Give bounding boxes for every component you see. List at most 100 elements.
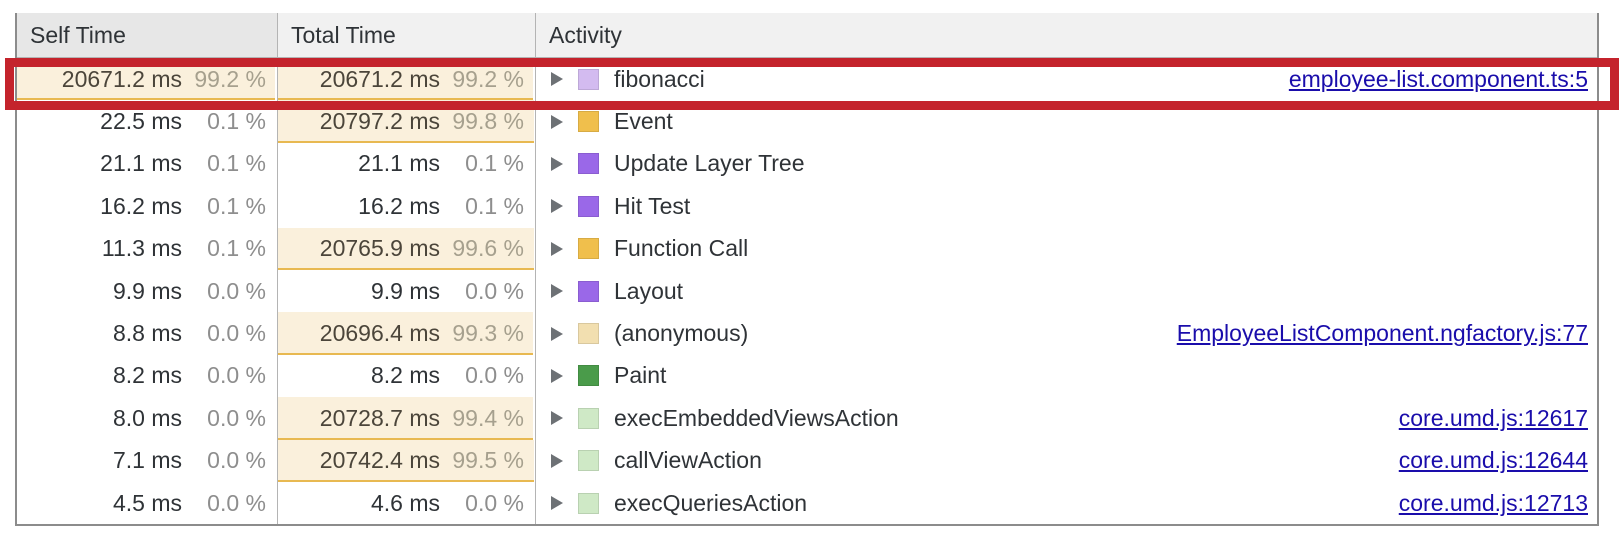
cell-activity: Hit Test xyxy=(536,185,1597,227)
cell-activity: Function Call xyxy=(536,228,1597,270)
source-location-link[interactable]: EmployeeListComponent.ngfactory.js:77 xyxy=(1176,320,1588,347)
total-time-value: 20765.9 ms xyxy=(319,235,440,262)
activity-label: Layout xyxy=(614,277,684,304)
total-time-percent: 99.4 % xyxy=(452,404,524,431)
self-time-value: 9.9 ms xyxy=(112,277,182,304)
source-location-link[interactable]: core.umd.js:12713 xyxy=(1398,489,1588,516)
activity-color-swatch-icon xyxy=(578,238,599,260)
self-time-percent: 0.1 % xyxy=(207,108,266,135)
disclosure-triangle-icon[interactable] xyxy=(551,72,563,87)
self-time-percent: 0.0 % xyxy=(207,320,266,347)
self-time-percent: 0.0 % xyxy=(207,404,266,431)
disclosure-triangle-icon[interactable] xyxy=(551,453,563,468)
self-time-percent: 0.1 % xyxy=(207,150,266,177)
cell-self-time: 11.3 ms 0.1 % xyxy=(17,227,278,270)
disclosure-triangle-icon[interactable] xyxy=(551,496,563,511)
column-header-activity[interactable]: Activity xyxy=(536,13,1597,57)
total-time-bar xyxy=(278,312,534,355)
cell-activity: Paint xyxy=(536,355,1597,397)
activity-label: Update Layer Tree xyxy=(614,150,805,177)
self-time-percent: 0.0 % xyxy=(207,447,266,474)
self-time-percent: 0.0 % xyxy=(207,489,266,516)
cell-activity: callViewAction core.umd.js:12644 xyxy=(536,440,1597,482)
self-time-percent: 99.2 % xyxy=(194,65,266,92)
total-time-percent: 99.5 % xyxy=(452,447,524,474)
total-time-percent: 0.0 % xyxy=(465,489,524,516)
activity-color-swatch-icon xyxy=(578,323,599,345)
cell-self-time: 4.5 ms 0.0 % xyxy=(17,481,278,525)
disclosure-triangle-icon[interactable] xyxy=(551,241,563,256)
total-time-bar xyxy=(278,439,534,482)
total-time-value: 20671.2 ms xyxy=(319,65,440,92)
self-time-value: 8.0 ms xyxy=(112,404,182,431)
activity-label: (anonymous) xyxy=(614,320,749,347)
activity-label: Hit Test xyxy=(614,192,691,219)
column-header-self-time[interactable]: Self Time xyxy=(17,13,278,57)
self-time-percent: 0.1 % xyxy=(207,192,266,219)
self-time-value: 4.5 ms xyxy=(112,489,182,516)
disclosure-triangle-icon[interactable] xyxy=(551,368,563,383)
disclosure-triangle-icon[interactable] xyxy=(551,411,563,426)
disclosure-triangle-icon[interactable] xyxy=(551,199,563,214)
cell-activity: fibonacci employee-list.component.ts:5 xyxy=(536,58,1597,100)
activity-label: Event xyxy=(614,108,673,135)
self-time-percent: 0.1 % xyxy=(207,235,266,262)
source-location-link[interactable]: core.umd.js:12644 xyxy=(1398,447,1588,474)
activity-color-swatch-icon xyxy=(578,407,599,429)
column-header-total-time[interactable]: Total Time xyxy=(278,13,536,57)
self-time-value: 11.3 ms xyxy=(101,235,182,262)
disclosure-triangle-icon[interactable] xyxy=(551,156,563,171)
source-location-link[interactable]: core.umd.js:12617 xyxy=(1398,404,1588,431)
total-time-value: 21.1 ms xyxy=(358,150,440,177)
cell-total-time: 4.6 ms 0.0 % xyxy=(278,481,536,525)
total-time-bar xyxy=(278,227,534,270)
self-time-value: 20671.2 ms xyxy=(61,65,182,92)
disclosure-triangle-icon[interactable] xyxy=(551,326,563,341)
total-time-value: 20696.4 ms xyxy=(319,320,440,347)
self-time-percent: 0.0 % xyxy=(207,362,266,389)
disclosure-triangle-icon[interactable] xyxy=(551,284,563,299)
activity-label: execQueriesAction xyxy=(614,489,808,516)
activity-label: fibonacci xyxy=(614,65,705,92)
total-time-value: 16.2 ms xyxy=(358,192,440,219)
activity-color-swatch-icon xyxy=(578,153,599,175)
cell-activity: Event xyxy=(536,100,1597,142)
bottom-up-table: Self Time Total Time Activity 20671.2 ms… xyxy=(15,13,1599,527)
cell-activity: (anonymous) EmployeeListComponent.ngfacto… xyxy=(536,312,1597,354)
table-row[interactable]: 4.5 ms 0.0 % 4.6 ms 0.0 % execQueriesAction c… xyxy=(17,481,1597,525)
source-location-link[interactable]: employee-list.component.ts:5 xyxy=(1288,65,1588,92)
total-time-value: 20728.7 ms xyxy=(319,404,440,431)
activity-color-swatch-icon xyxy=(578,280,599,302)
cell-self-time: 8.0 ms 0.0 % xyxy=(17,397,278,440)
activity-label: Paint xyxy=(614,362,667,389)
table-row[interactable]: 8.0 ms 0.0 % 20728.7 ms 99.4 % execEmbeddedV… xyxy=(17,397,1597,440)
cell-self-time: 20671.2 ms 99.2 % xyxy=(17,58,278,101)
activity-label: callViewAction xyxy=(614,447,762,474)
disclosure-triangle-icon[interactable] xyxy=(551,114,563,129)
total-time-value: 4.6 ms xyxy=(370,489,440,516)
table-header-row: Self Time Total Time Activity xyxy=(17,13,1597,58)
